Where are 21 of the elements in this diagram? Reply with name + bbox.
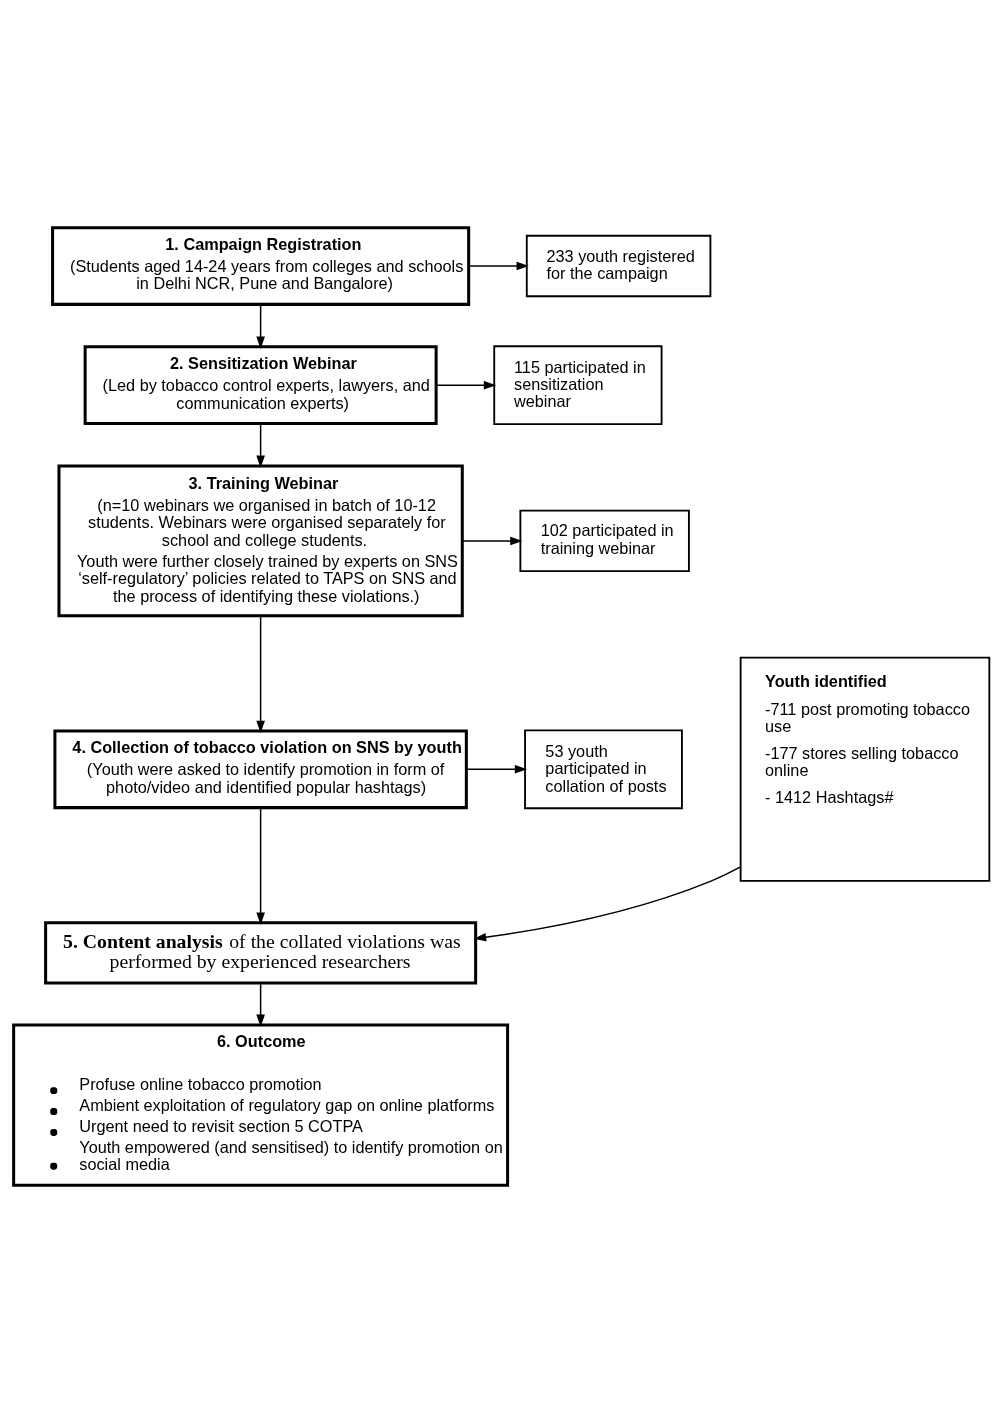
arrow [255, 614, 265, 733]
arrow [465, 764, 527, 774]
node-box: 2. Sensitization Webinar (Led by tobacco control experts, lawyers, and communication experts) [83, 344, 438, 425]
node-box: 233 youth registered for the campaign [525, 234, 711, 297]
node-box: Youth identified -711 post promoting tobacco use -177 stores selling tobacco online - 1412 Hashtags# [739, 656, 990, 882]
arrow [255, 303, 265, 349]
arrow [473, 865, 741, 941]
arrow [467, 261, 529, 270]
arrow [435, 380, 496, 389]
node-box: 53 youth participated in collation of posts [523, 728, 683, 809]
node-box: 6. Outcome Profuse online tobacco promotion Ambient exploitation of regulatory gap on online platforms Urgent need to revisit section 5 COTPA Youth empowered (and sensitised) to identify promotion on social media [11, 1022, 509, 1187]
node-box: 115 participated in sensitization webinar [492, 344, 663, 425]
arrow [255, 982, 265, 1027]
arrow [255, 806, 265, 925]
arrow [461, 536, 523, 545]
arrow [255, 422, 265, 468]
node-box: 4. Collection of tobacco violation on SNS by youth (Youth were asked to identify promotion in form of photo/video and identified popular hashtags) [52, 728, 468, 809]
node-box: 1. Campaign Registration (Students aged 14-24 years from colleges and schools in Delhi NCR, Pune and Bangalore) [50, 225, 470, 306]
node-box: 3. Training Webinar (n=10 webinars we organised in batch of 10-12 students. Webinars were organised separately for school and college students. Youth were further closely trained by experts on SNS ‘self-regulatory’ policies related to TAPS on SNS and the process of identifying these violations.) [56, 463, 464, 617]
node-box: 102 participated in training webinar [518, 509, 690, 572]
node-box: 5. Content analysis of the collated violations was performed by experienced researchers [43, 920, 477, 985]
